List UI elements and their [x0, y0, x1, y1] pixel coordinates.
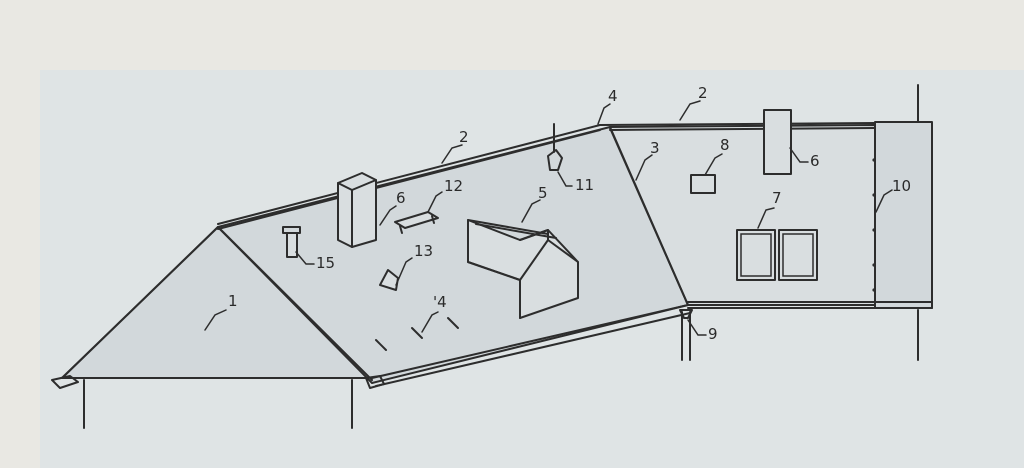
gutter-end-mid	[365, 375, 385, 389]
callout-13: 13	[414, 242, 433, 260]
antenna-mount	[547, 123, 563, 171]
vent-pipe-15	[282, 226, 301, 258]
gutter-main-top	[371, 304, 689, 379]
callout-15: 15	[316, 254, 335, 272]
downpipe-outlet	[679, 309, 693, 319]
roof-walkway	[394, 211, 439, 234]
callout-12: 12	[444, 177, 463, 195]
ridge-line-left-inner	[217, 129, 601, 230]
leader-lines	[204, 100, 893, 336]
gable-rake-right	[217, 226, 373, 381]
callout-11: 11	[575, 176, 594, 194]
wall-edge-marks	[872, 158, 876, 292]
callout-1: 1	[228, 292, 238, 310]
callout-8: 8	[720, 136, 730, 154]
ridge-line-left	[217, 124, 601, 225]
dormer	[467, 219, 579, 319]
callout-2-left: 2	[459, 128, 469, 146]
callout-snow-guards: '4	[433, 293, 447, 311]
chimney-right	[763, 109, 792, 175]
vent-cowl-13	[379, 269, 399, 291]
gutter-main-bottom	[375, 312, 691, 387]
callout-4: 4	[608, 87, 618, 105]
callout-2-right: 2	[698, 84, 708, 102]
callout-10: 10	[892, 177, 911, 195]
gutter-end-left	[51, 375, 79, 389]
ridge-line-right-inner	[609, 127, 876, 131]
chimney-left	[337, 172, 377, 248]
callout-6-right: 6	[810, 152, 820, 170]
gable-rake-left	[61, 226, 219, 379]
callout-9: 9	[708, 325, 718, 343]
ridge-line-right	[599, 122, 876, 126]
callout-5: 5	[538, 184, 548, 202]
callout-3: 3	[650, 139, 660, 157]
roof-windows	[736, 229, 818, 281]
callout-7: 7	[772, 189, 782, 207]
snow-guards	[375, 317, 459, 351]
hip-line	[609, 127, 689, 306]
end-wall	[874, 121, 933, 309]
roof-hatch	[690, 174, 716, 194]
callout-6-left: 6	[396, 189, 406, 207]
